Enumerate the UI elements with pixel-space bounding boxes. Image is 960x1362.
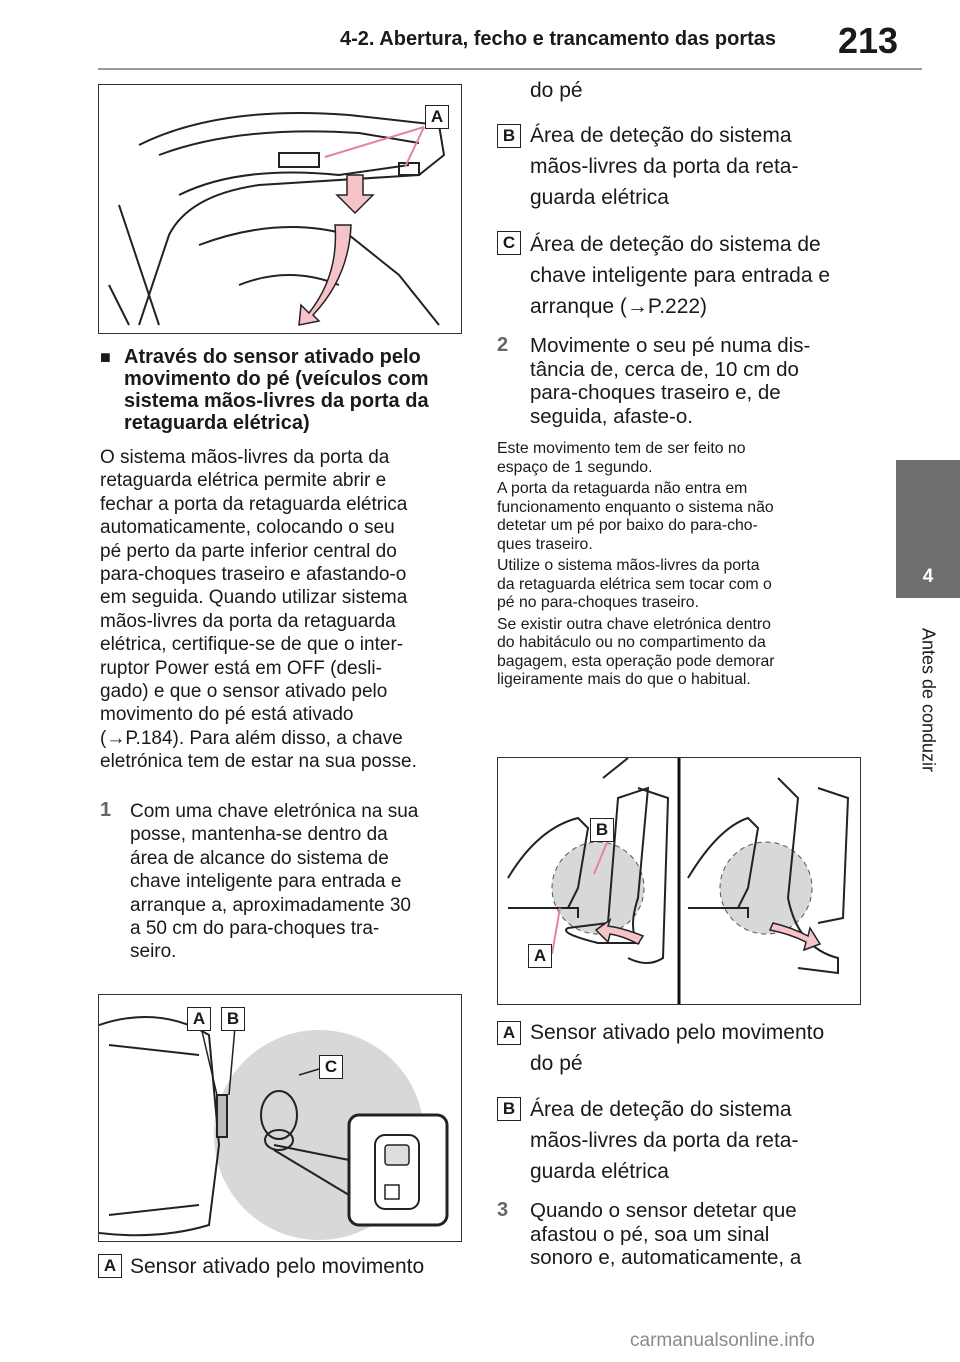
step-3-number: 3 — [497, 1199, 509, 1221]
figure-tailgate: A — [98, 84, 462, 334]
chapter-tab — [896, 460, 960, 598]
legend2-label-b: B — [497, 1097, 521, 1121]
legend-label-c: C — [497, 231, 521, 255]
legend2-label-a: A — [497, 1021, 521, 1045]
heading-marker: ■ — [100, 347, 111, 367]
legend-a-text-cont: do pé — [530, 79, 583, 102]
header-rule — [98, 68, 922, 70]
callout-b: B — [590, 818, 614, 842]
page-number: 213 — [838, 20, 899, 61]
callout-a: A — [187, 1007, 211, 1031]
step-1-number: 1 — [100, 799, 112, 821]
figure-detection-area: A B C — [98, 994, 462, 1242]
callout-a: A — [528, 944, 552, 968]
callout-c: C — [319, 1055, 343, 1079]
figure-foot-motion: B A — [497, 757, 861, 1005]
legend-a-text: Sensor ativado pelo movimento — [130, 1255, 425, 1278]
section-title: 4-2. Abertura, fecho e trancamento das p… — [340, 28, 777, 50]
chapter-number: 4 — [922, 566, 934, 587]
step-2-text: Movimente o seu pé numa dis-tância de, c… — [530, 334, 811, 428]
callout-a: A — [425, 105, 449, 129]
callout-b: B — [221, 1007, 245, 1031]
legend-label-b: B — [497, 124, 521, 148]
chapter-label: Antes de conduzir — [918, 627, 939, 773]
step-2-number: 2 — [497, 334, 509, 356]
note-4: Se existir outra chave eletrónica dentro… — [497, 615, 775, 689]
legend-label-a: A — [98, 1254, 122, 1278]
footer-watermark: carmanualsonline.info — [630, 1330, 815, 1351]
